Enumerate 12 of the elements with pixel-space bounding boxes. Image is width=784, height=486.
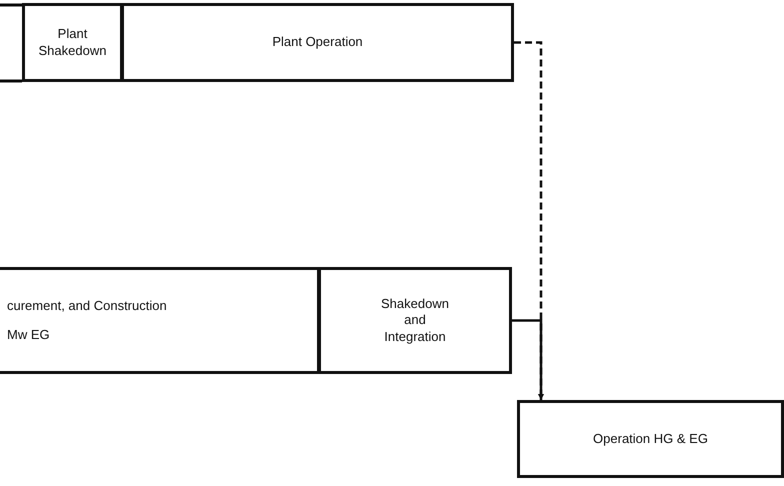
process-box [517, 400, 784, 478]
process-box [0, 267, 320, 374]
box-label: Plant Operation [271, 34, 364, 51]
box-label: Plant Shakedown [38, 26, 108, 59]
box-label: Operation HG & EG [592, 430, 709, 448]
box-label: Mw EG [6, 326, 50, 343]
box-label: Shakedown and Integration [380, 296, 450, 345]
process-box [121, 3, 514, 82]
arrow [512, 319, 544, 400]
process-box [22, 3, 123, 82]
process-box [318, 267, 512, 374]
box-label: curement, and Construction [6, 298, 167, 314]
